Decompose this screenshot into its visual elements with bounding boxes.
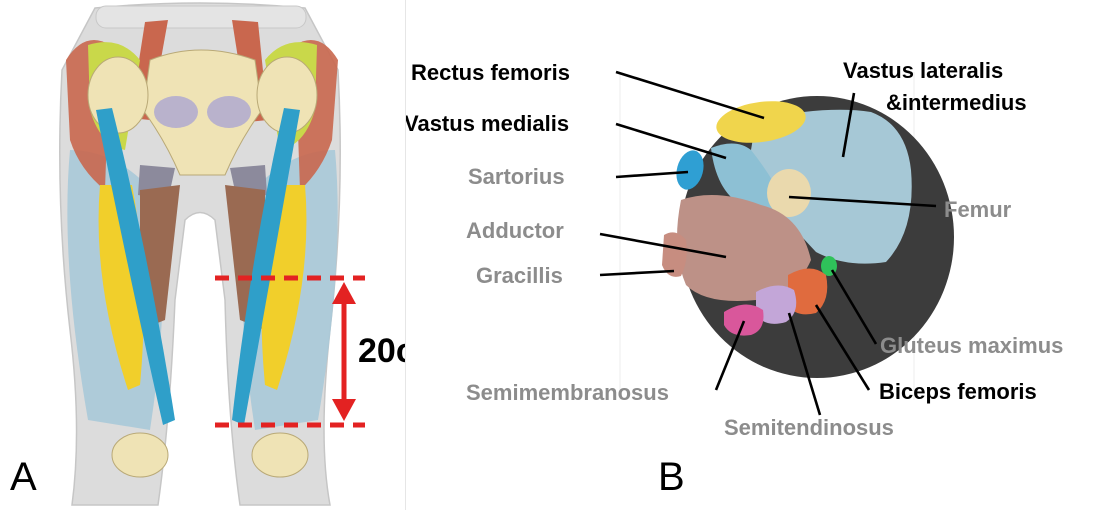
label-gracillis: Gracillis (476, 263, 563, 288)
left-hip-bone (88, 57, 148, 133)
label-semimembranosus: Semimembranosus (466, 380, 669, 405)
label-rectus-femoris: Rectus femoris (411, 60, 570, 85)
cross-section-diagram: Rectus femoris Vastus lateralis &interme… (406, 0, 1093, 510)
measurement-arrow-head-top (332, 282, 356, 304)
thigh-model-illustration: 20cm A (0, 0, 405, 510)
panel-a-thigh-model: 20cm A (0, 0, 405, 510)
label-gluteus-maximus: Gluteus maximus (880, 333, 1063, 358)
right-obturator (207, 96, 251, 128)
measurement-label: 20cm (358, 332, 405, 370)
measurement-arrow-head-bottom (332, 399, 356, 421)
right-knee-bone (252, 433, 308, 477)
label-vastus-medialis: Vastus medialis (406, 111, 569, 136)
left-knee-bone (112, 433, 168, 477)
panel-a-label: A (10, 455, 37, 499)
panel-b-cross-section: Rectus femoris Vastus lateralis &interme… (406, 0, 1093, 510)
semimembranosus-region (724, 304, 764, 335)
label-adductor: Adductor (466, 218, 564, 243)
panel-b-label: B (658, 455, 685, 499)
leader-gracillis (600, 271, 674, 275)
label-vastus-lateralis-line2: &intermedius (886, 90, 1027, 115)
waistband (96, 6, 306, 28)
label-vastus-lateralis-line1: Vastus lateralis (843, 58, 1003, 83)
leader-rectus-femoris (616, 72, 764, 118)
label-biceps-femoris: Biceps femoris (879, 379, 1037, 404)
label-semitendinosus: Semitendinosus (724, 415, 894, 440)
label-femur: Femur (944, 197, 1012, 222)
leader-vastus-medialis (616, 124, 726, 158)
left-obturator (154, 96, 198, 128)
label-sartorius: Sartorius (468, 164, 565, 189)
